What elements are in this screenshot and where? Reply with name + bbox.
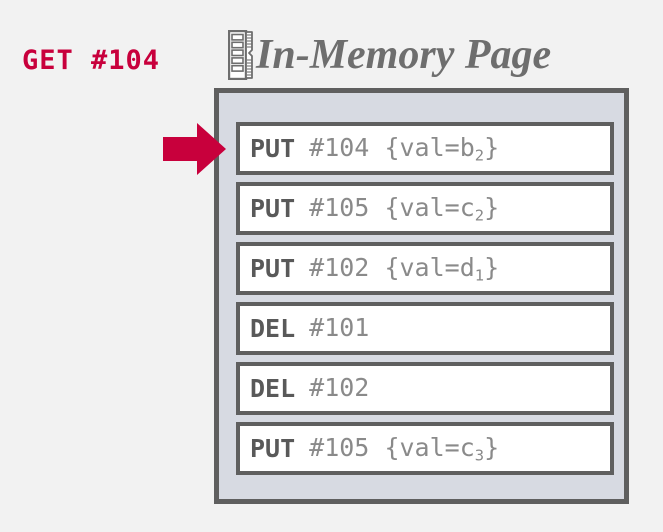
entry-args: #105 {val=c3} [309, 433, 499, 464]
entry-op: PUT [250, 194, 296, 223]
table-row[interactable]: PUT #104 {val=b2} [236, 122, 614, 175]
table-row[interactable]: PUT #102 {val=d1} [236, 242, 614, 295]
entry-value-prefix: {val=b [384, 132, 475, 162]
entry-op: DEL [250, 314, 296, 343]
entry-args: #104 {val=b2} [309, 133, 499, 164]
entry-value-prefix: {val=c [384, 192, 475, 222]
entry-args: #102 [309, 373, 369, 404]
page-entry-list: PUT #104 {val=b2} PUT #105 {val=c2} PUT … [236, 122, 614, 475]
get-request-label: GET #104 [22, 45, 161, 76]
table-row[interactable]: DEL #101 [236, 302, 614, 355]
entry-args: #102 {val=d1} [309, 253, 499, 284]
entry-value-subscript: 3 [474, 446, 485, 465]
entry-value-suffix: } [484, 192, 500, 222]
record-pointer-arrow-icon [163, 122, 227, 176]
entry-op: PUT [250, 134, 296, 163]
entry-key: #104 [309, 132, 370, 162]
entry-value-subscript: 2 [474, 206, 485, 225]
page-title: In-Memory Page [256, 32, 552, 78]
entry-value-prefix: {val=d [384, 252, 475, 282]
entry-args: #101 [309, 313, 369, 344]
table-row[interactable]: DEL #102 [236, 362, 614, 415]
entry-key: #105 [309, 192, 370, 222]
ram-module-icon [228, 30, 256, 80]
entry-value-suffix: } [484, 252, 500, 282]
entry-value-subscript: 2 [474, 146, 485, 165]
entry-args: #105 {val=c2} [309, 193, 499, 224]
page-title-row: In-Memory Page [228, 24, 551, 86]
entry-op: PUT [250, 254, 296, 283]
entry-key: #101 [309, 312, 370, 342]
entry-value-suffix: } [484, 432, 500, 462]
entry-key: #102 [309, 372, 370, 402]
entry-value-prefix: {val=c [384, 432, 475, 462]
entry-value-subscript: 1 [474, 266, 485, 285]
entry-value-suffix: } [484, 132, 500, 162]
table-row[interactable]: PUT #105 {val=c3} [236, 422, 614, 475]
entry-op: PUT [250, 434, 296, 463]
entry-key: #105 [309, 432, 370, 462]
table-row[interactable]: PUT #105 {val=c2} [236, 182, 614, 235]
entry-op: DEL [250, 374, 296, 403]
entry-key: #102 [309, 252, 370, 282]
